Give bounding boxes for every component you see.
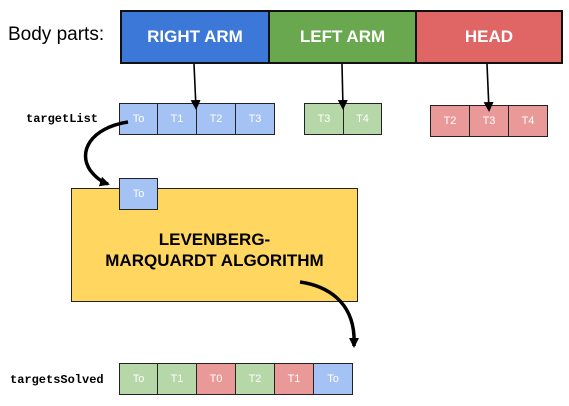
head-arrow [483,63,494,112]
body-part-left-arm: LEFT ARM [268,10,417,64]
target-cell-head: T3 [469,105,509,137]
target-cell-right-arm: T2 [196,103,236,135]
solved-cell-head: T1 [274,363,314,395]
solved-cell-head: T0 [196,363,236,395]
solved-cell-left-arm: T2 [235,363,275,395]
solved-cell-right-arm: To [313,363,353,395]
target-cell-head: T2 [430,105,470,137]
current-target-cell: To [119,178,158,210]
target-cell-right-arm: To [119,103,158,135]
target-cell-head: T4 [508,105,548,137]
left-arm-arrow [337,63,348,110]
target-cell-left-arm: T4 [343,103,382,135]
solved-cell-left-arm: T1 [157,363,197,395]
algorithm-box: LEVENBERG- MARQUARDT ALGORITHM [71,188,358,302]
algorithm-title-line2: MARQUARDT ALGORITHM [105,251,324,270]
right-arm-arrow [190,63,201,110]
target-cell-right-arm: T1 [157,103,197,135]
solved-cell-left-arm: To [119,363,158,395]
body-parts-label: Body parts: [8,24,105,45]
target-list-label: targetList [26,112,99,126]
body-part-right-arm: RIGHT ARM [120,10,270,64]
targets-solved-label: targetsSolved [10,373,104,387]
body-part-head: HEAD [415,10,563,64]
target-cell-left-arm: T3 [304,103,344,135]
target-cell-right-arm: T3 [235,103,275,135]
algorithm-title-line1: LEVENBERG- [158,230,271,249]
